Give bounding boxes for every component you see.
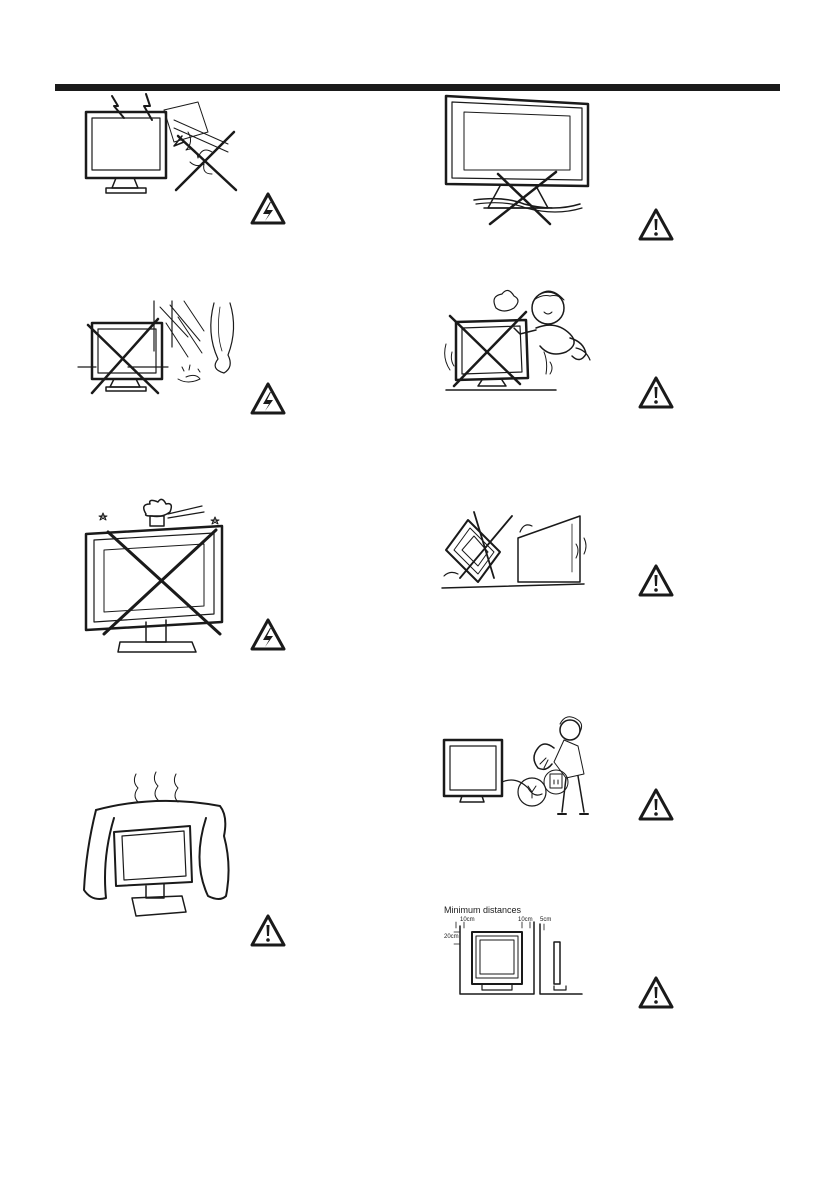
electric-shock-warning-icon [250,382,286,416]
caution-warning-icon [638,376,674,410]
electric-shock-warning-icon [250,192,286,226]
top-distance-label: 10cm [460,917,475,923]
caution-warning-icon [638,976,674,1010]
header-rule [55,84,780,91]
covered-tv-illustration [78,770,238,922]
left-distance-label: 20cm [444,934,459,940]
caution-warning-icon [638,788,674,822]
side-distance-label: 10cm [518,917,533,923]
ventilation-distances-illustration: Minimum distances 10cm 10cm 5cm 20cm [442,904,590,1000]
tv-falling-illustration [440,510,590,592]
back-distance-label: 5cm [540,917,551,923]
vase-on-tv-illustration [78,502,238,664]
rain-window-tv-illustration [78,297,250,397]
lightning-tv-illustration [78,92,248,200]
cable-under-tv-illustration [444,94,594,226]
caution-warning-icon [638,208,674,242]
min-distances-title: Minimum distances [444,905,522,915]
caution-warning-icon [638,564,674,598]
electric-shock-warning-icon [250,618,286,652]
unplug-tv-illustration [442,718,602,822]
child-climbing-tv-illustration [440,282,600,398]
caution-warning-icon [250,914,286,948]
